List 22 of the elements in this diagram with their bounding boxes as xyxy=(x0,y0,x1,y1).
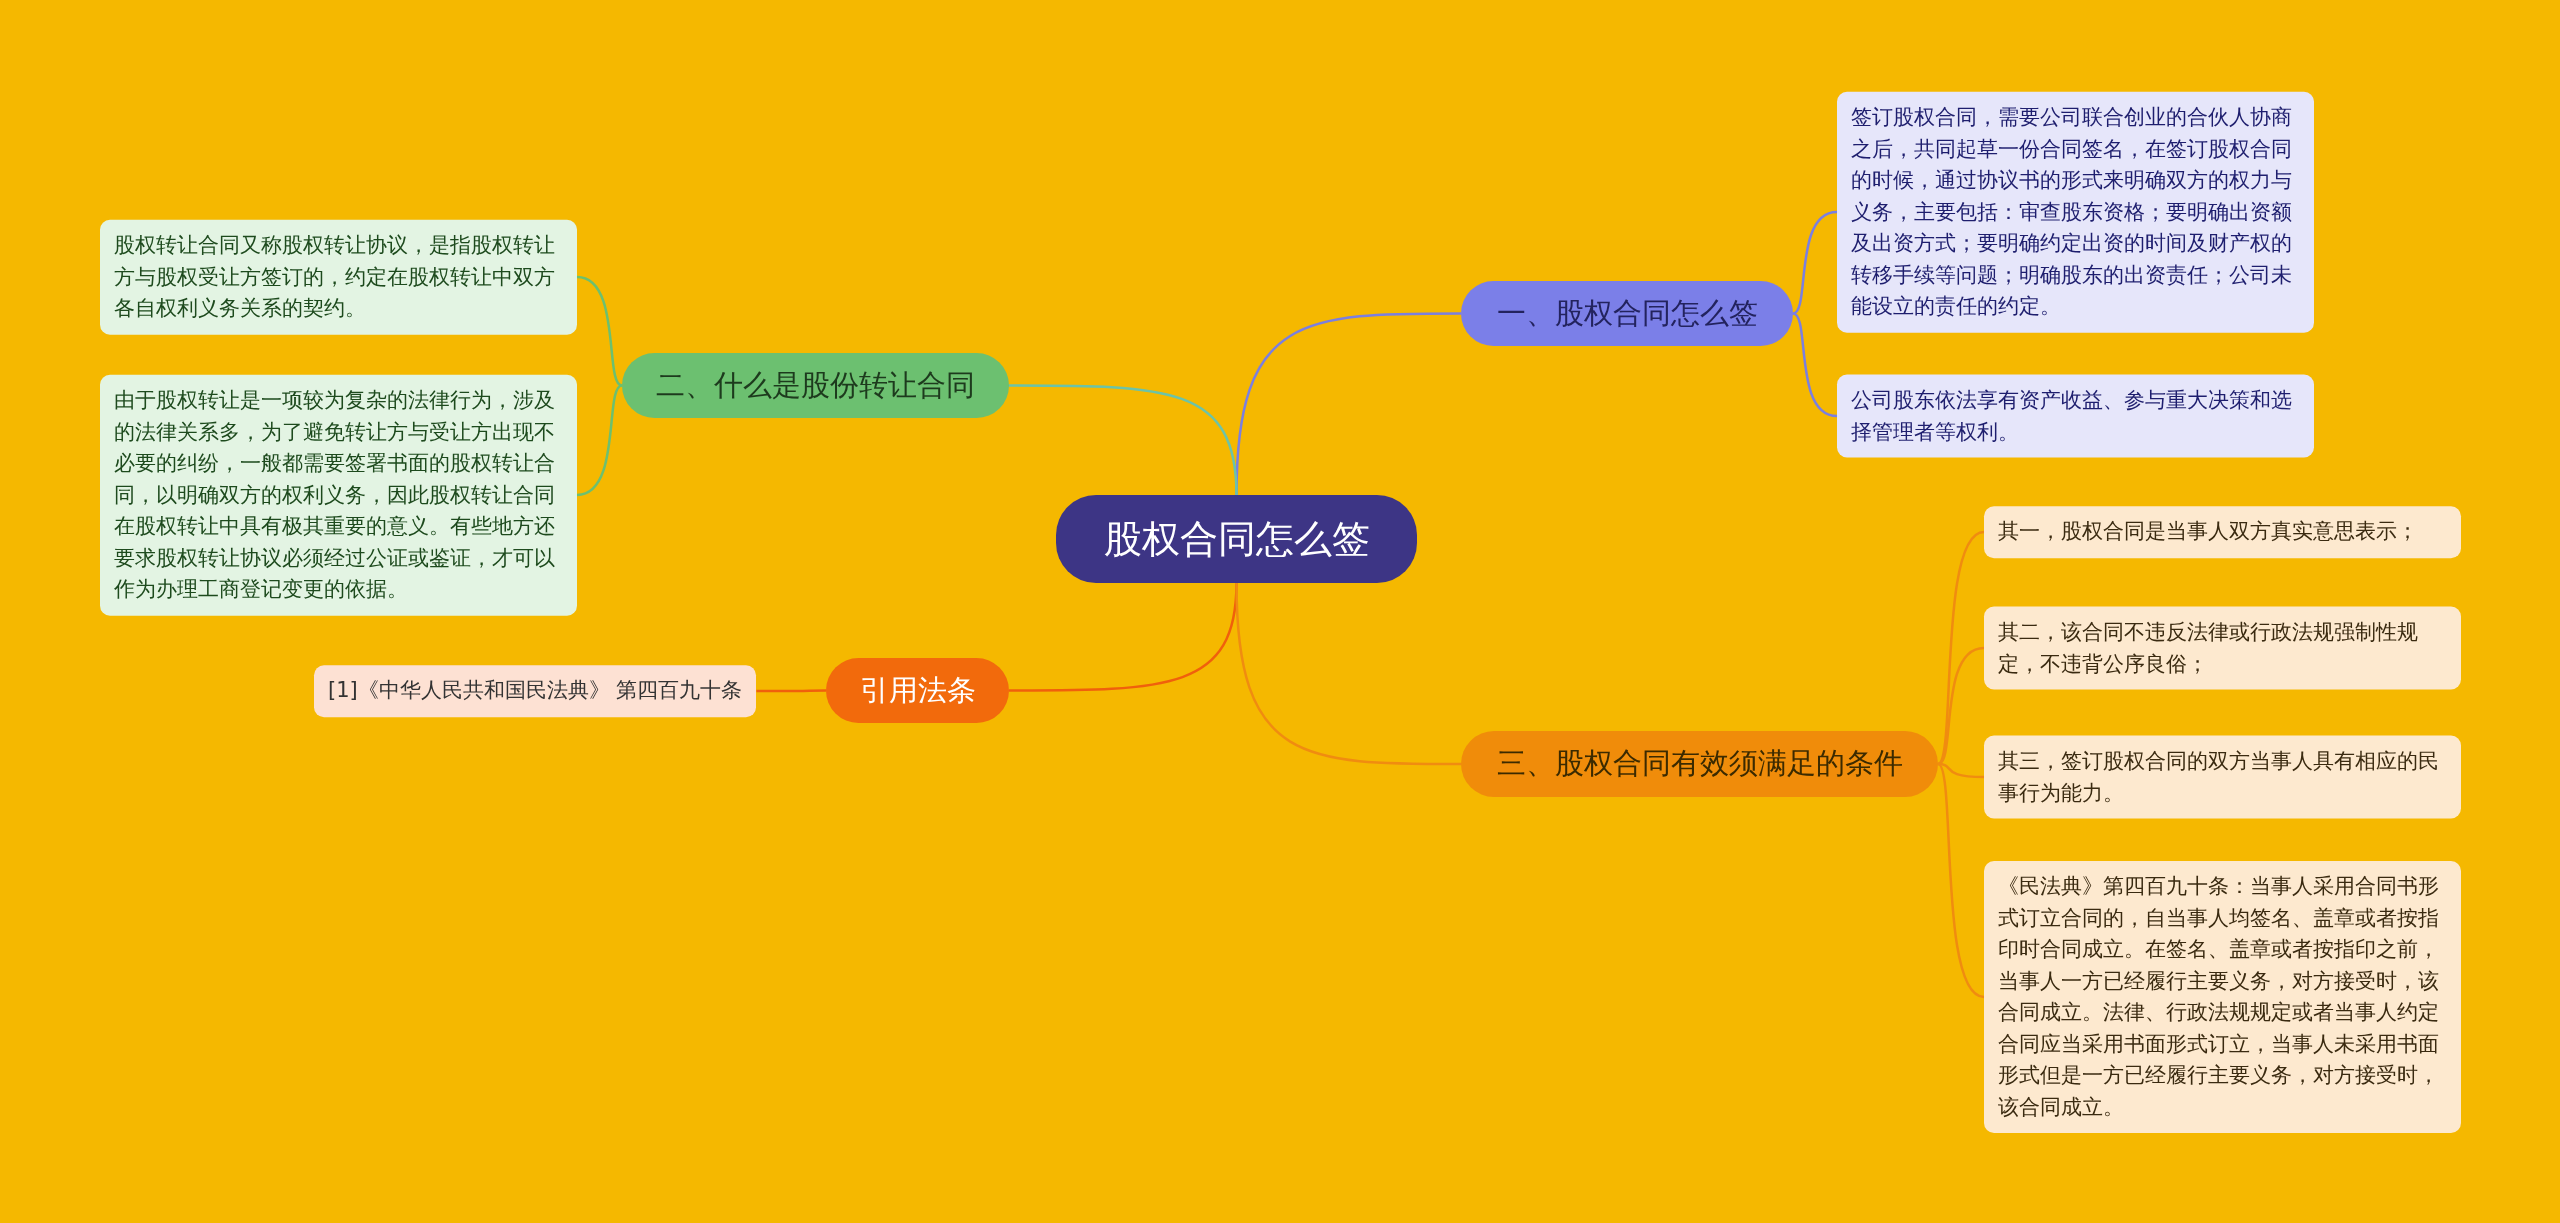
connector-line xyxy=(1235,582,1461,766)
branch-topic: 一、股权合同怎么签 xyxy=(1461,281,1793,346)
connector-line xyxy=(576,384,623,497)
text-card: 由于股权转让是一项较为复杂的法律行为，涉及的法律关系多，为了避免转让方与受让方出现不必要的纠纷，一般都需要签署书面的股权转让合同，以明确双方的权利义务，因此股权转让合同在股权转让中具有极其重要的意义。有些地方还要求股权转让协议必须经过公证或鉴证，才可以作为办理工商登记变更的依据。 xyxy=(100,374,577,616)
text-card: [1]《中华人民共和国民法典》 第四百九十条 xyxy=(314,665,757,717)
connector-line xyxy=(1792,210,1838,315)
connector-line xyxy=(576,275,623,387)
text-card: 其一，股权合同是当事人双方真实意思表示； xyxy=(1984,506,2461,558)
text-card: 《民法典》第四百九十条：当事人采用合同书形式订立合同的，自当事人均签名、盖章或者按指印时合同成立。在签名、盖章或者按指印之前，当事人一方已经履行主要义务，对方接受时，该合同成立。法律、行政法规规定或者当事人约定合同应当采用书面形式订立，当事人未采用书面形式但是一方已经履行主要义务，对方接受时，该合同成立。 xyxy=(1984,861,2461,1133)
central-topic: 股权合同怎么签 xyxy=(1056,495,1417,583)
text-card: 其二，该合同不违反法律或行政法规强制性规定，不违背公序良俗； xyxy=(1984,606,2461,690)
branch-topic: 引用法条 xyxy=(826,658,1009,723)
text-card: 其三，签订股权合同的双方当事人具有相应的民事行为能力。 xyxy=(1984,735,2461,819)
branch-topic: 三、股权合同有效须满足的条件 xyxy=(1461,731,1938,797)
connector-line xyxy=(1009,384,1238,496)
text-card: 签订股权合同，需要公司联合创业的合伙人协商之后，共同起草一份合同签名，在签订股权合同的时候，通过协议书的形式来明确双方的权力与义务，主要包括：审查股东资格；要明确出资额及出资方式；要明确约定出资的时间及财产权的转移手续等问题；明确股东的出资责任；公司未能设立的责任的约定。 xyxy=(1837,91,2314,333)
text-card: 公司股东依法享有资产收益、参与重大决策和选择管理者等权利。 xyxy=(1837,374,2314,458)
connector-line xyxy=(1937,763,1985,999)
branch-topic: 二、什么是股份转让合同 xyxy=(622,353,1009,418)
text-card: 股权转让合同又称股权转让协议，是指股权转让方与股权受让方签订的，约定在股权转让中双方各自权利义务关系的契约。 xyxy=(100,219,577,335)
connector-line xyxy=(756,689,826,693)
connector-line xyxy=(1792,312,1838,418)
